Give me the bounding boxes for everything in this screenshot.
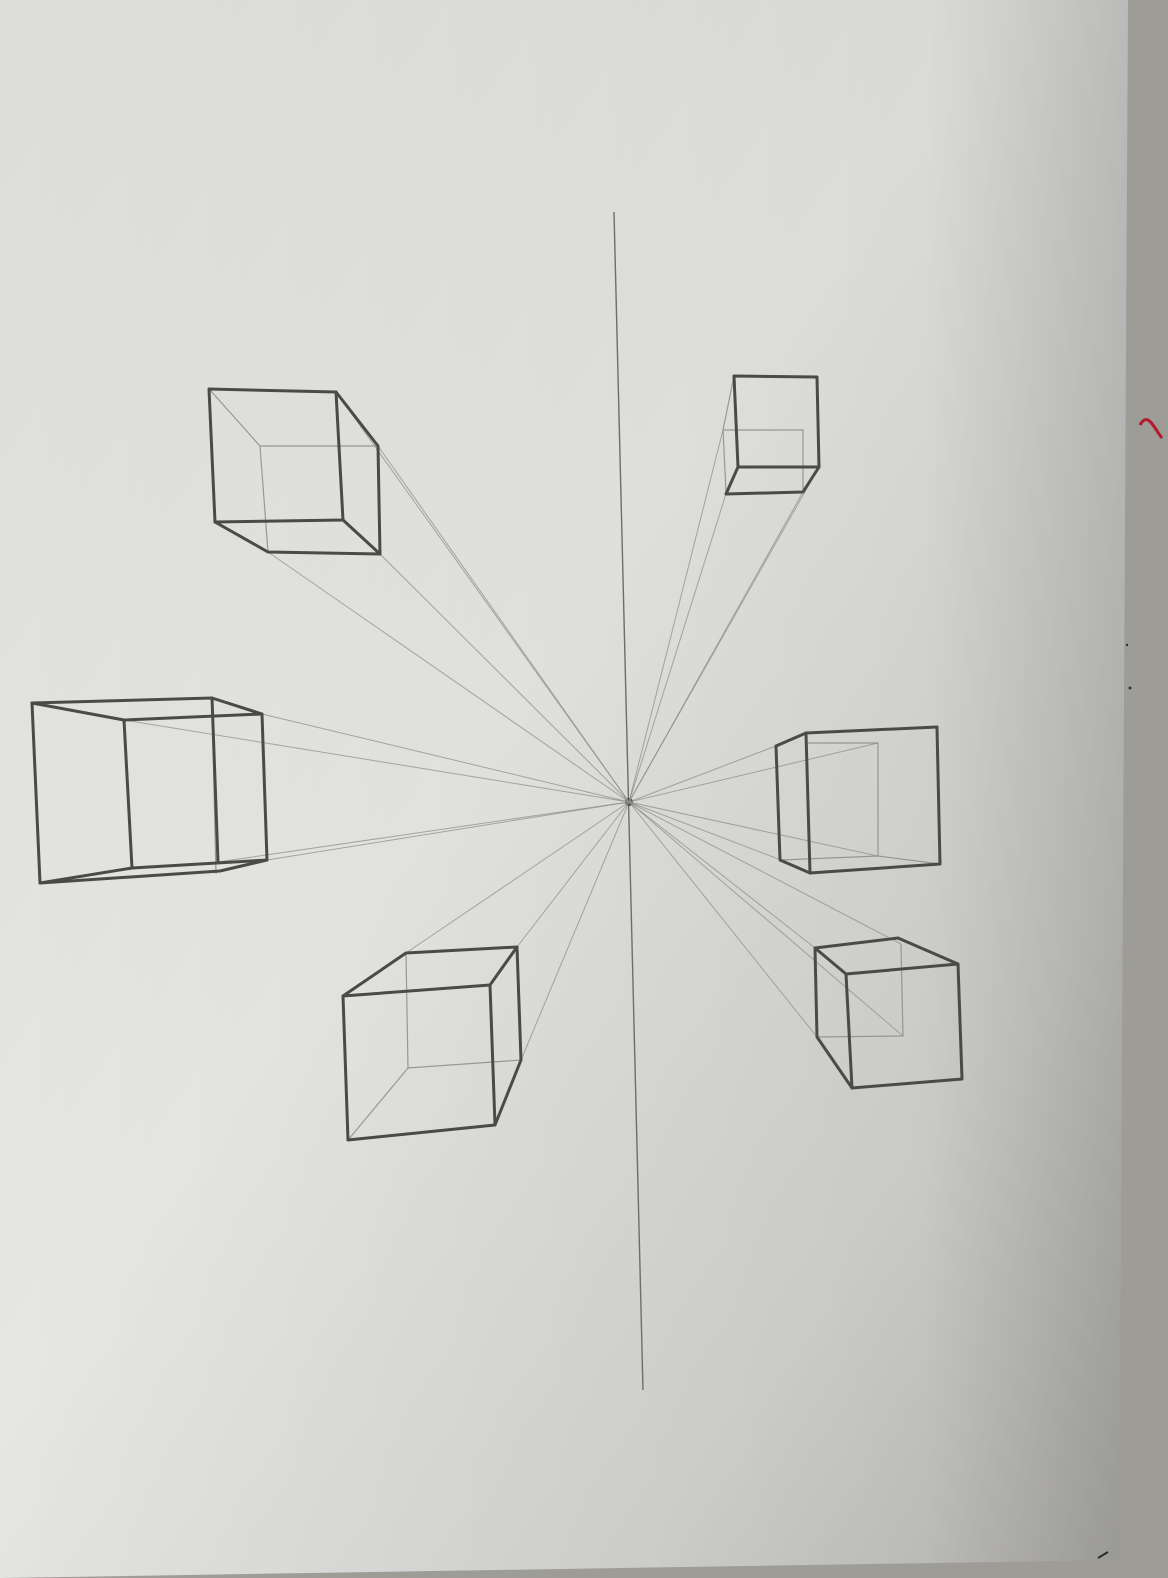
guide-line [628, 801, 879, 857]
cube-bottom-right [813, 936, 964, 1090]
red-thread [1138, 418, 1164, 439]
hidden-edges [722, 375, 804, 493]
pen-mark [1097, 1551, 1109, 1559]
front-face [844, 962, 964, 1090]
guide-line [405, 801, 630, 954]
guide-line [628, 801, 782, 861]
guide-line [628, 429, 724, 803]
cube-bottom-left [341, 945, 523, 1142]
guide-line [335, 391, 630, 803]
guide-line [628, 493, 727, 803]
cube-left [30, 696, 269, 885]
cube-top-left [207, 387, 382, 556]
guide-line [516, 801, 630, 948]
hidden-edges [780, 742, 941, 865]
guide-line [628, 801, 816, 949]
paper-shadow-overlay [0, 0, 1128, 1578]
speck [1128, 686, 1132, 690]
hidden-edges [209, 389, 378, 553]
back-edges [813, 936, 960, 1090]
speck [1125, 643, 1129, 647]
guide-line [628, 801, 902, 945]
back-face [724, 465, 821, 496]
cube-right [774, 725, 942, 875]
drawing-layer [30, 211, 964, 1391]
guide-line [520, 801, 630, 1061]
side-face [493, 945, 523, 1127]
guide-line [266, 801, 630, 861]
guide-line [628, 742, 879, 803]
guide-line [628, 466, 820, 803]
front-face [804, 725, 942, 875]
hidden-edges [816, 943, 904, 1038]
top-face [341, 945, 519, 998]
cube-top-right [722, 374, 821, 496]
guide-line [628, 801, 904, 1037]
guide-line [379, 553, 630, 803]
guide-line [217, 801, 630, 863]
guide-line [267, 551, 630, 803]
guide-line [628, 745, 777, 803]
guide-line [123, 719, 630, 803]
guide-line [261, 713, 630, 803]
guide-line [377, 445, 630, 803]
guide-line [628, 801, 818, 1038]
edge-marks [1097, 418, 1164, 1559]
depth-edge [341, 518, 382, 556]
perspective-guide-lines [123, 391, 904, 1061]
depth-edges [30, 696, 220, 885]
back-edges [774, 731, 812, 875]
